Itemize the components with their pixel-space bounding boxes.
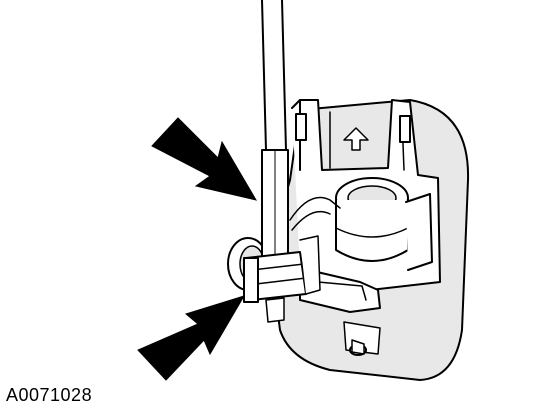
figure-code: A0071028 <box>6 385 93 405</box>
upper-callout-arrow <box>151 117 258 201</box>
cable-wire <box>289 196 341 221</box>
up-arrow-symbol <box>343 127 369 151</box>
solenoid-body <box>335 199 409 262</box>
lower-callout-arrow <box>137 295 246 381</box>
shift-cable <box>261 0 287 151</box>
cable-end-pin <box>265 297 285 323</box>
